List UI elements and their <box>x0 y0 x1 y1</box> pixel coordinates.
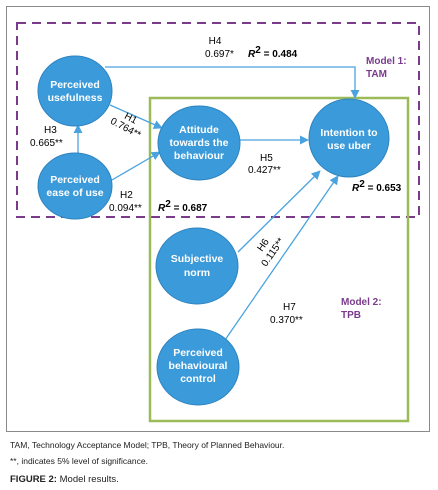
model1-boundary <box>16 22 420 218</box>
label-h1: H1 <box>122 111 139 127</box>
svg-text:Subjective: Subjective <box>171 253 224 265</box>
value-h7: 0.370** <box>270 315 303 326</box>
arrow-h1 <box>109 104 163 129</box>
r2-intention-model1: R2 = 0.484 <box>248 45 298 60</box>
arrow-h7 <box>224 175 339 341</box>
caption-abbreviations: TAM, Technology Acceptance Model; TPB, T… <box>10 440 285 450</box>
svg-text:Perceived: Perceived <box>50 174 100 186</box>
label-h1-group: H1 0.764** <box>108 111 142 141</box>
figure-title: Model results. <box>56 474 119 485</box>
model2-name: TPB <box>341 310 361 321</box>
model1-label: Model 1: <box>366 56 407 67</box>
svg-text:Perceived: Perceived <box>50 79 100 91</box>
arrow-h6 <box>237 170 321 253</box>
r2-intention: R2 = 0.653 <box>352 179 402 194</box>
label-h7: H7 <box>283 302 296 313</box>
label-h4: H4 <box>209 36 222 47</box>
node-perceived-behavioural-control: Perceived behavioural control <box>156 328 240 406</box>
model1-name: TAM <box>366 69 387 80</box>
node-subjective-norm: Subjective norm <box>155 227 239 305</box>
value-h2: 0.094** <box>109 203 142 214</box>
value-h5: 0.427** <box>248 165 281 176</box>
figure-caption: FIGURE 2: Model results. <box>10 474 119 485</box>
node-perceived-ease-of-use: Perceived ease of use <box>37 152 113 220</box>
r2-rest: = 0.484 <box>261 49 298 60</box>
model2-label: Model 2: <box>341 297 382 308</box>
svg-text:towards the: towards the <box>170 137 229 149</box>
r2-superscript: 2 <box>255 45 261 56</box>
model2-boundary <box>148 96 410 423</box>
svg-text:Intention to: Intention to <box>320 127 377 139</box>
label-h2: H2 <box>120 190 133 201</box>
svg-text:norm: norm <box>184 267 210 279</box>
svg-text:behaviour: behaviour <box>174 150 224 162</box>
r2-attitude: R2 = 0.687 <box>158 199 208 214</box>
svg-text:control: control <box>180 373 216 385</box>
arrow-h2 <box>111 151 161 181</box>
svg-text:behavioural: behavioural <box>169 360 228 372</box>
svg-text:Perceived: Perceived <box>173 347 223 359</box>
node-perceived-usefulness: Perceived usefulness <box>37 55 113 127</box>
node-attitude: Attitude towards the behaviour <box>157 105 241 181</box>
caption-significance: **, indicates 5% level of significance. <box>10 456 148 466</box>
arrow-h4 <box>105 66 360 99</box>
svg-text:ease of use: ease of use <box>46 187 103 199</box>
svg-text:Attitude: Attitude <box>179 124 219 136</box>
figure-label: FIGURE 2: <box>10 474 57 485</box>
value-h3: 0.665** <box>30 138 63 149</box>
svg-text:use uber: use uber <box>327 140 371 152</box>
label-h5: H5 <box>260 153 273 164</box>
svg-text:usefulness: usefulness <box>48 92 103 104</box>
value-h4: 0.697* <box>205 49 234 60</box>
label-h3: H3 <box>44 125 57 136</box>
node-intention: Intention to use uber <box>308 98 390 178</box>
